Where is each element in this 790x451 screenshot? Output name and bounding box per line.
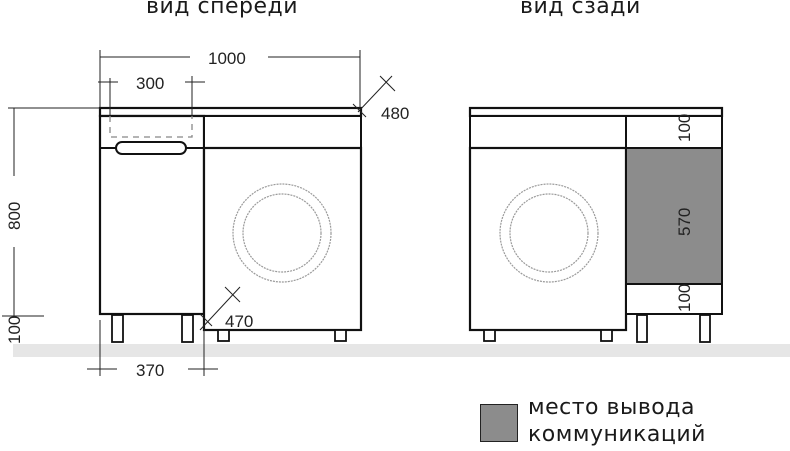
dim-top-section: 100 <box>675 114 694 142</box>
dim-bottom-section: 100 <box>675 284 694 312</box>
dim-utility-zone: 570 <box>675 208 694 236</box>
utility-zone <box>625 147 723 285</box>
dim-leg-height: 100 <box>5 316 24 344</box>
dim-depth-bottom: 470 <box>225 312 253 331</box>
back-view <box>468 106 724 343</box>
legend: место вывода коммуникаций <box>528 394 706 448</box>
dim-total-width: 1000 <box>208 49 246 68</box>
dim-drawer-width: 300 <box>136 74 164 93</box>
front-view <box>98 106 363 343</box>
legend-line-1: место вывода <box>528 395 695 420</box>
front-dimensions <box>2 50 396 376</box>
floor <box>13 344 790 357</box>
dim-cabinet-width: 370 <box>136 361 164 380</box>
dim-depth-top: 480 <box>381 104 409 123</box>
back-view-title: вид сзади <box>520 0 641 19</box>
front-view-title: вид спереди <box>146 0 298 19</box>
dim-height: 800 <box>5 202 24 230</box>
legend-line-2: коммуникаций <box>528 422 706 447</box>
legend-swatch <box>480 404 518 442</box>
